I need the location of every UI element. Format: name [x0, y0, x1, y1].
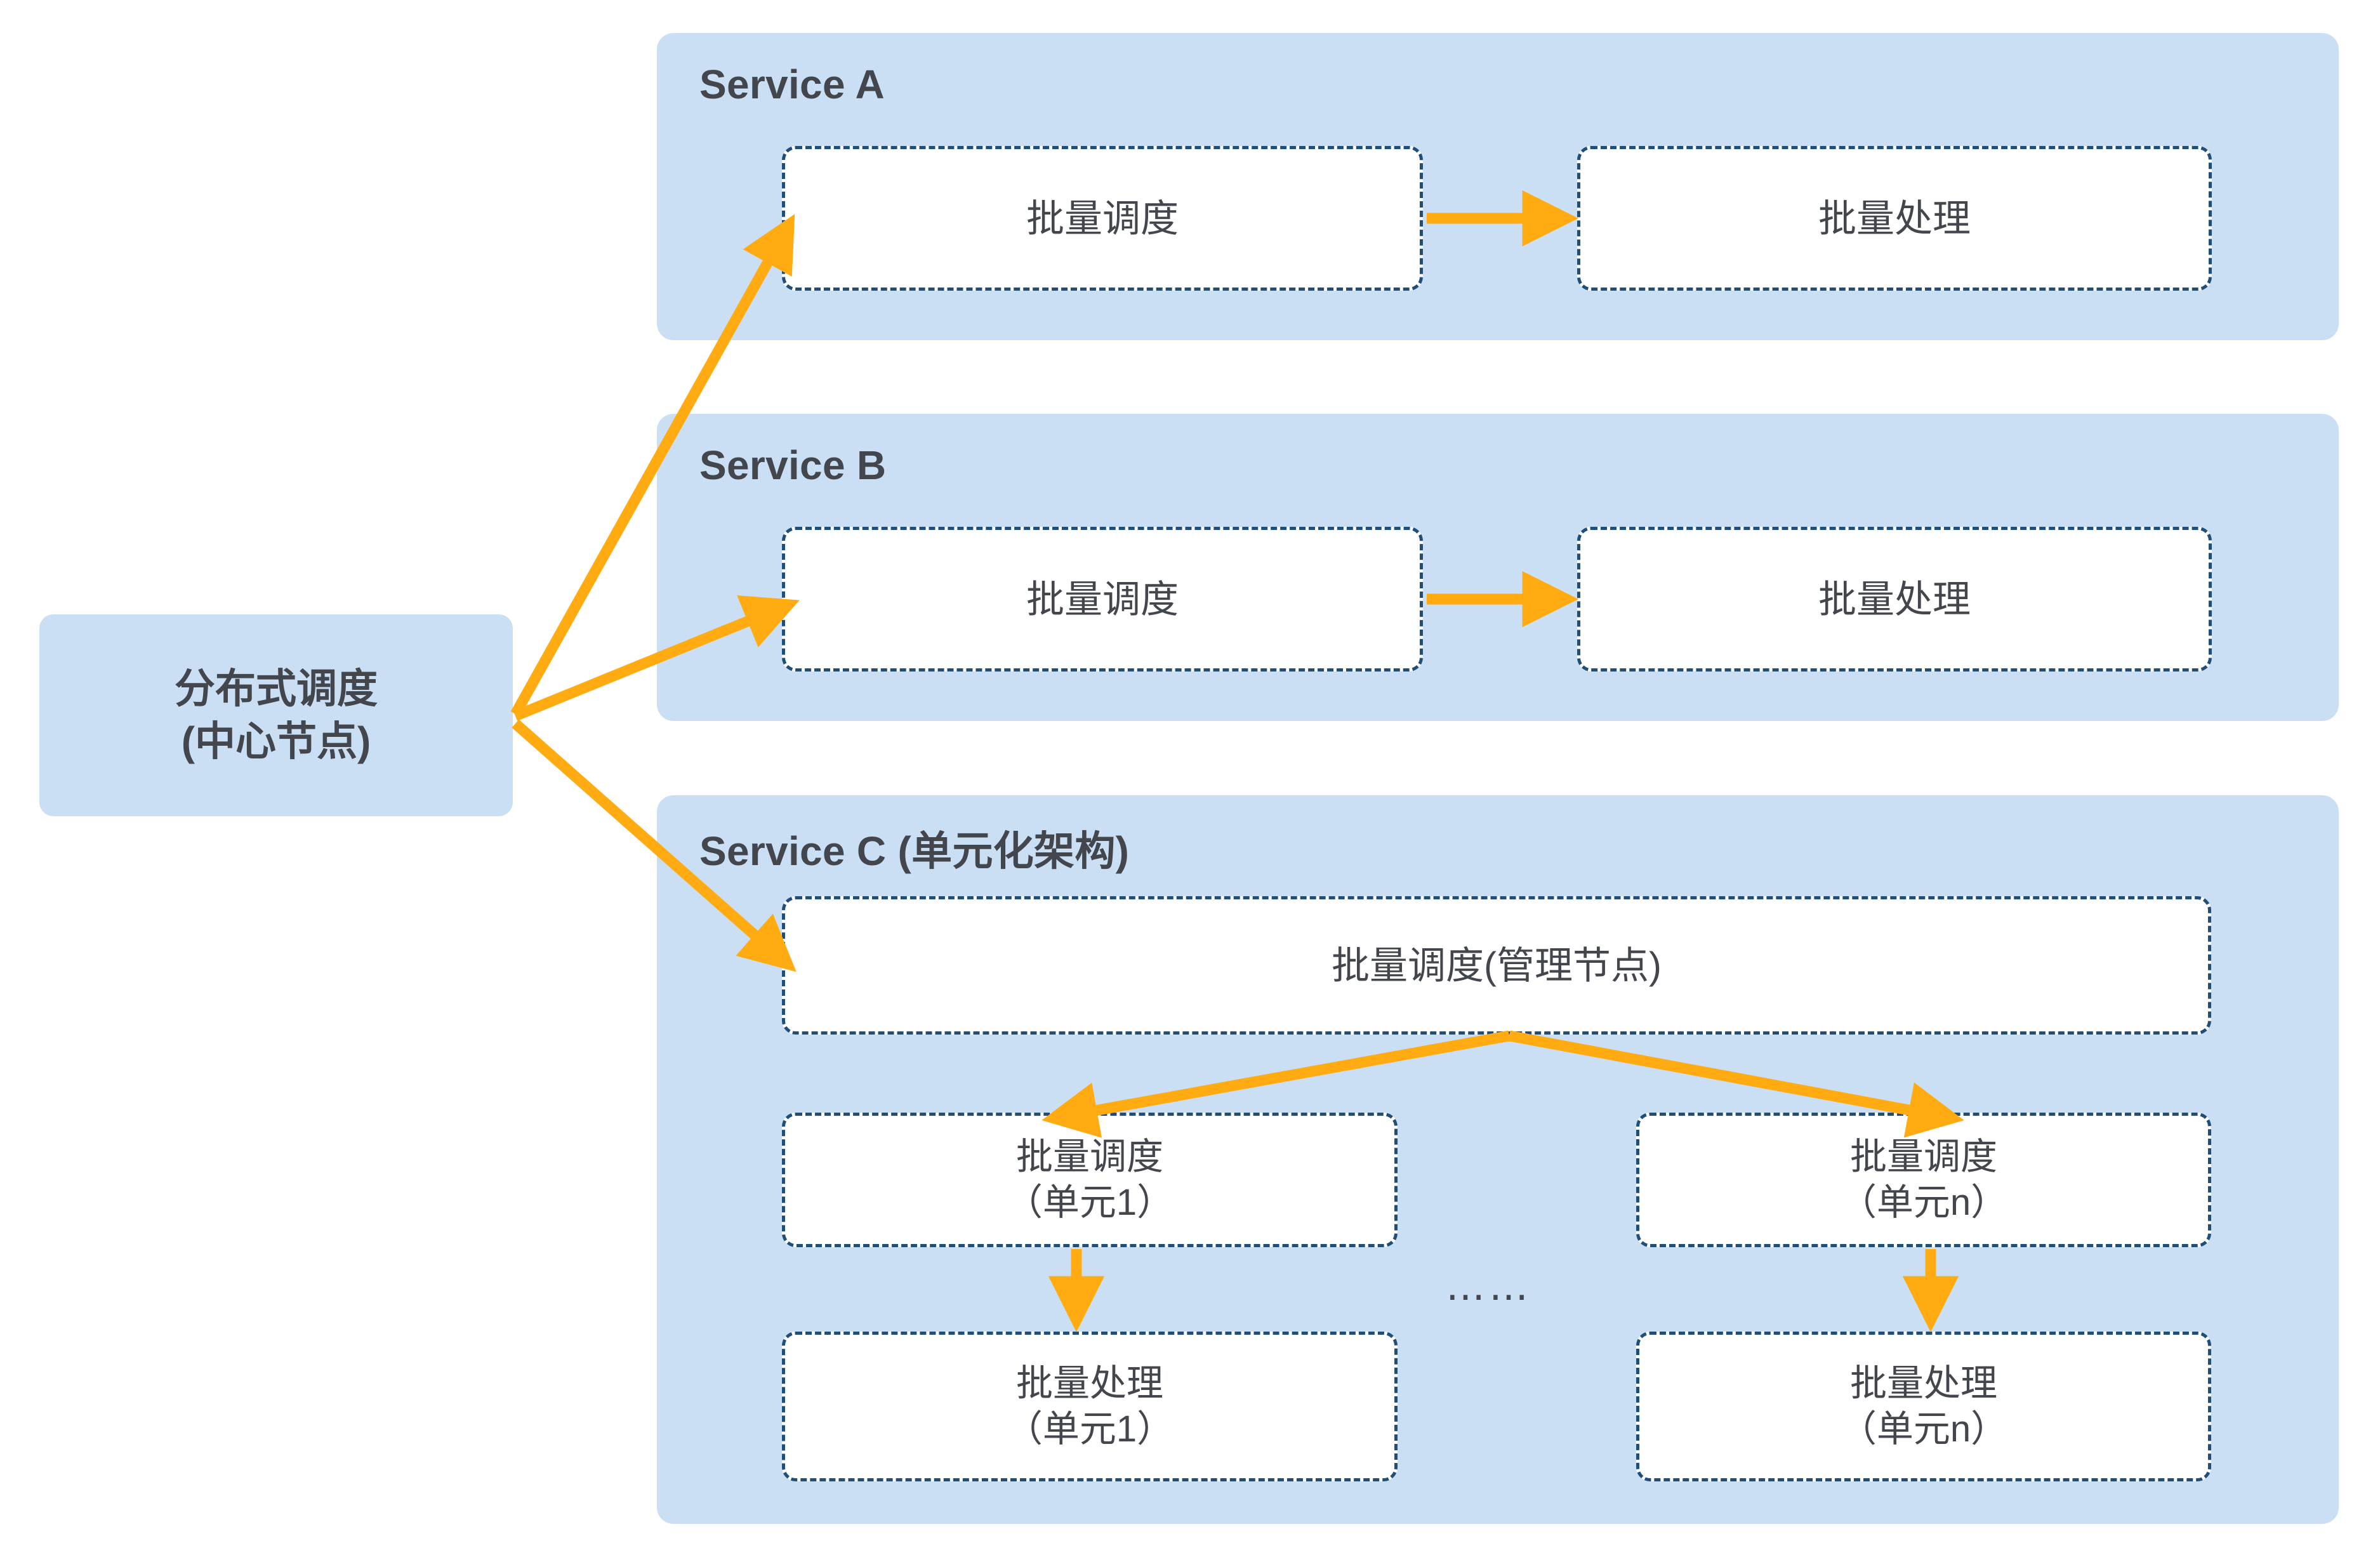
central-scheduler-label: 分布式调度 (中心节点)	[175, 665, 378, 764]
central-scheduler-node[interactable]: 分布式调度 (中心节点)	[39, 614, 513, 816]
service-c-unitn-schedule-node[interactable]: 批量调度 （单元n）	[1636, 1113, 2211, 1247]
service-c-unit1-process-label: 批量处理 （单元1）	[1005, 1362, 1174, 1450]
service-b-title: Service B	[699, 442, 887, 488]
service-b-schedule-node[interactable]: 批量调度	[782, 527, 1423, 672]
service-a-process-node[interactable]: 批量处理	[1577, 146, 2212, 291]
service-b-process-label: 批量处理	[1818, 578, 1971, 621]
service-c-title: Service C (单元化架构)	[699, 828, 1130, 874]
service-a-schedule-label: 批量调度	[1026, 197, 1179, 240]
service-c-unitn-process-label: 批量处理 （单元n）	[1839, 1362, 2008, 1450]
service-c-unit1-schedule-node[interactable]: 批量调度 （单元1）	[782, 1113, 1398, 1247]
service-c-unit1-schedule-label: 批量调度 （单元1）	[1005, 1135, 1174, 1224]
service-a-title: Service A	[699, 62, 885, 107]
unit-ellipsis: ……	[1446, 1263, 1532, 1309]
service-c-manager-label: 批量调度(管理节点)	[1332, 944, 1662, 987]
service-c-unitn-process-node[interactable]: 批量处理 （单元n）	[1636, 1332, 2211, 1481]
service-b-process-node[interactable]: 批量处理	[1577, 527, 2212, 672]
service-c-unit1-process-node[interactable]: 批量处理 （单元1）	[782, 1332, 1398, 1481]
service-c-unitn-schedule-label: 批量调度 （单元n）	[1839, 1135, 2008, 1224]
service-a-process-label: 批量处理	[1818, 197, 1971, 240]
service-c-manager-node[interactable]: 批量调度(管理节点)	[782, 896, 2211, 1035]
service-b-schedule-label: 批量调度	[1026, 578, 1179, 621]
service-a-schedule-node[interactable]: 批量调度	[782, 146, 1423, 291]
